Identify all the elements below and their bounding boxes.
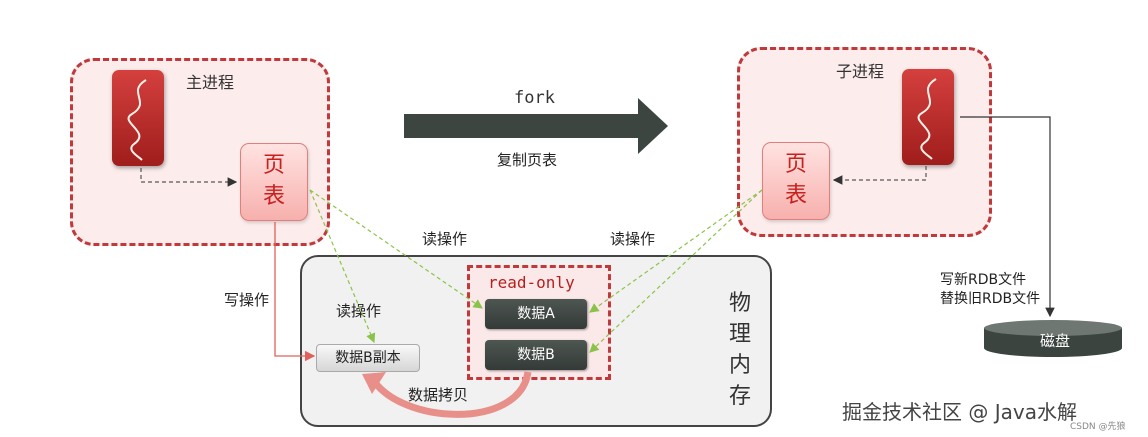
data-b-copy-box: 数据B副本 [316, 344, 420, 372]
data-a-box: 数据A [485, 299, 587, 329]
fork-arrow [404, 98, 668, 154]
physical-memory-char-3: 内 [728, 353, 751, 378]
physical-memory-char-1: 物 [728, 291, 751, 316]
replace-old-rdb-text: 替换旧RDB文件 [940, 291, 1041, 307]
data-b-box: 数据B [485, 340, 587, 370]
physical-memory-char-2: 理 [728, 322, 751, 347]
data-copy-label: 数据拷贝 [408, 386, 469, 404]
read-op-inner-label: 读操作 [336, 302, 382, 320]
fork-label: fork [514, 88, 555, 108]
main-page-table-char-1: 页 [262, 153, 285, 178]
physical-memory-label: 物 理 内 存 [725, 288, 755, 412]
child-page-table-char-2: 表 [784, 183, 807, 208]
disk-icon [984, 320, 1122, 357]
csdn-mark: CSDN @先狼 [1070, 422, 1126, 432]
child-process-label: 子进程 [836, 62, 885, 81]
copy-page-table-label: 复制页表 [497, 151, 558, 169]
child-page-table: 页 表 [762, 142, 830, 220]
write-new-rdb-text: 写新RDB文件 [940, 272, 1027, 288]
physical-memory-char-4: 存 [728, 384, 751, 409]
disk-label: 磁盘 [1039, 332, 1070, 350]
watermark-text: 掘金技术社区 @ Java水解 [842, 400, 1077, 424]
main-page-table: 页 表 [240, 143, 308, 221]
main-thread-icon [112, 70, 164, 166]
read-op-left-label: 读操作 [422, 230, 468, 248]
main-process-label: 主进程 [186, 73, 235, 92]
write-op-label: 写操作 [224, 291, 270, 309]
main-page-table-char-2: 表 [262, 184, 285, 209]
read-op-right-label: 读操作 [610, 230, 656, 248]
child-page-table-char-1: 页 [784, 152, 807, 177]
read-only-label: read-only [488, 273, 575, 292]
child-thread-icon [902, 69, 954, 165]
